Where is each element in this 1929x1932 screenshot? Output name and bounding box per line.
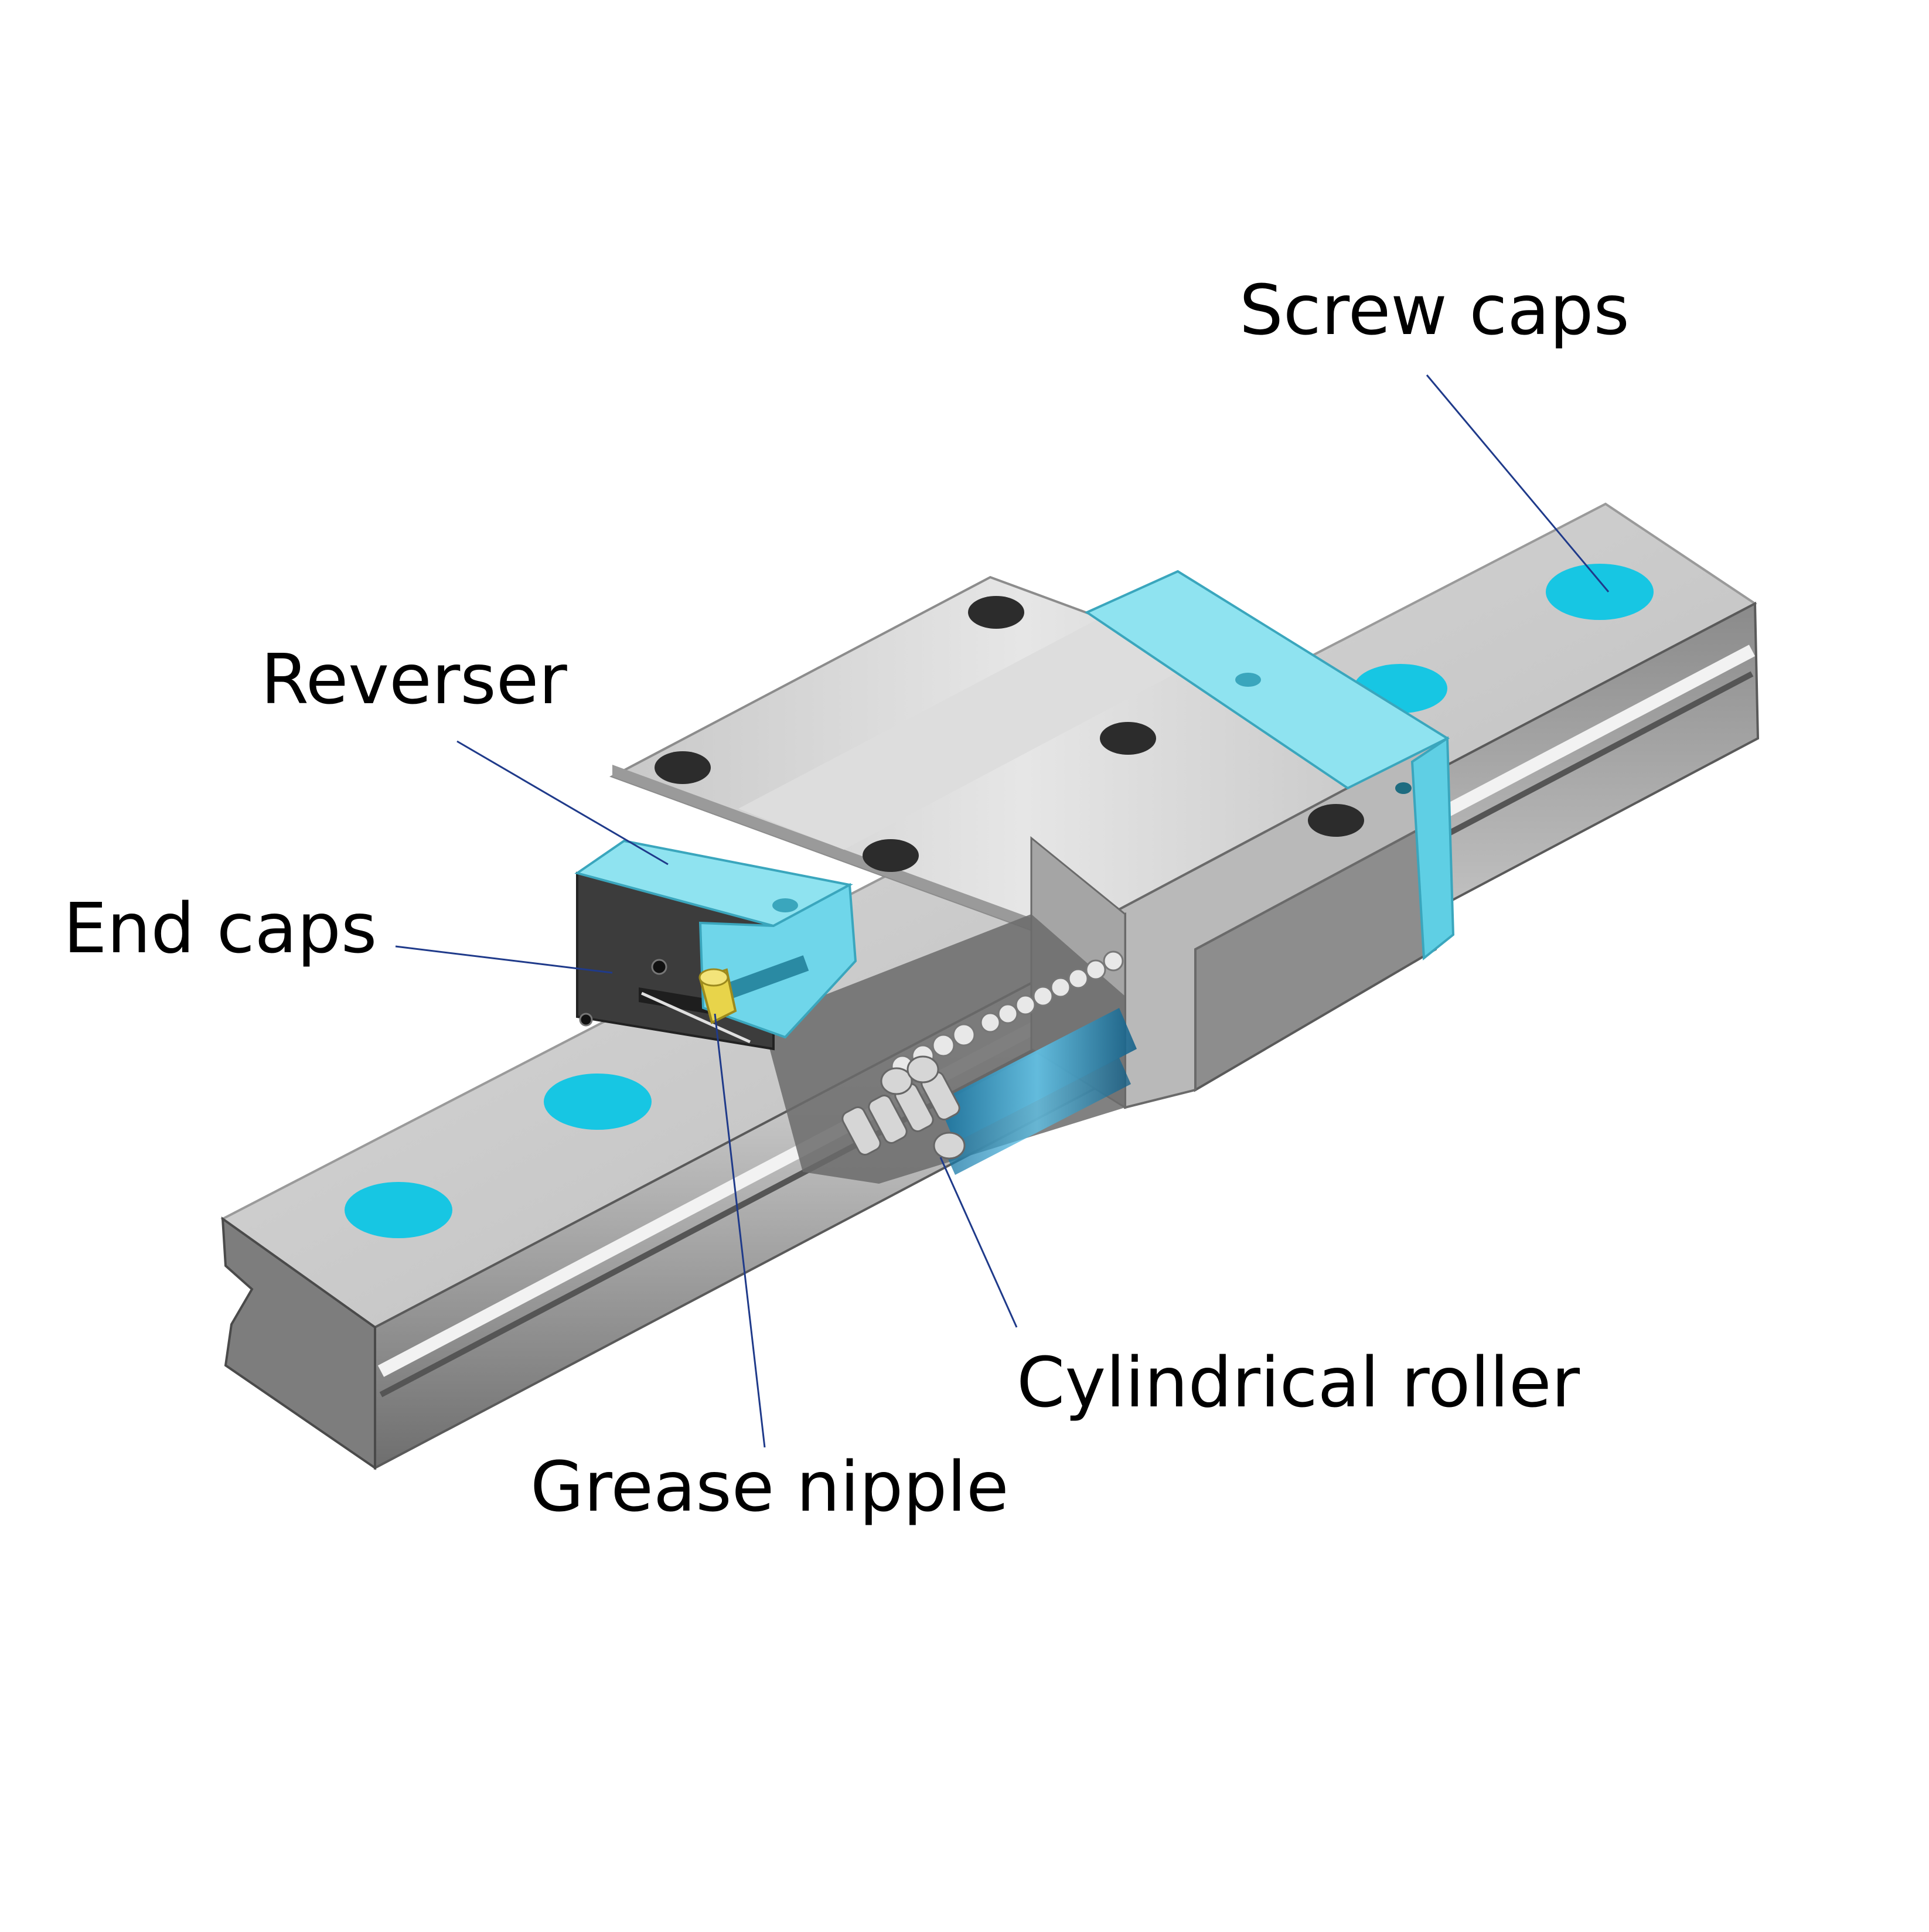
far-reverser-side [1410,736,1455,960]
roller [1015,994,1036,1016]
mounting-hole [863,839,919,872]
leader-screw-caps [1426,374,1610,592]
roller [932,1034,955,1057]
label-end-caps: End caps [63,888,377,969]
roller [980,1012,1001,1033]
roller [1103,950,1124,972]
label-cylindrical-roller: Cylindrical roller [1017,1342,1580,1423]
roller [841,1106,881,1156]
mounting-hole [655,751,711,784]
roller [1085,959,1106,980]
screw-cap [544,1074,652,1130]
reverser-slot [720,955,809,1001]
roller-cutaway [762,914,1137,1184]
block-center-stripe [738,609,1219,850]
far-reverser [1084,570,1455,960]
roller-end [880,1067,913,1095]
leader-grease-nipple [714,1013,766,1448]
mounting-hole [1308,804,1364,837]
screw-cap [345,1182,452,1238]
label-reverser: Reverser [261,639,567,720]
reverser-port [772,898,798,912]
roller [1068,968,1089,989]
roller [997,1003,1018,1024]
far-reverser-port [1235,673,1261,687]
end-cap-screw [651,959,667,975]
roller [868,1095,908,1144]
grease-nipple [698,968,737,1024]
leader-cylindrical-roller [939,1157,1018,1328]
rail-end-face [221,1216,376,1470]
roller-retainer [938,1008,1137,1143]
end-seal-edge [640,991,751,1044]
mounting-hole [1100,722,1156,755]
roller-retainer [943,1058,1131,1175]
reverser-front [698,882,857,1039]
label-screw-caps: Screw caps [1239,270,1630,350]
leader-end-caps [395,945,613,974]
roller-stack [841,1055,966,1160]
label-grease-nipple: Grease nipple [530,1446,1009,1527]
leader-lines [395,374,1610,1448]
roller-end [933,1132,966,1160]
screw-cap [1546,564,1654,620]
block-side [612,765,1061,941]
leader-reverser [456,740,669,866]
roller [1032,986,1054,1007]
roller [1050,977,1071,998]
grease-nipple-tip [698,968,729,987]
far-reverser-port [1395,782,1412,794]
roller-end [906,1055,939,1083]
end-cap-assembly [574,839,857,1051]
mounting-hole [968,596,1024,629]
end-cap-screw [579,1013,593,1027]
roller [952,1023,976,1047]
